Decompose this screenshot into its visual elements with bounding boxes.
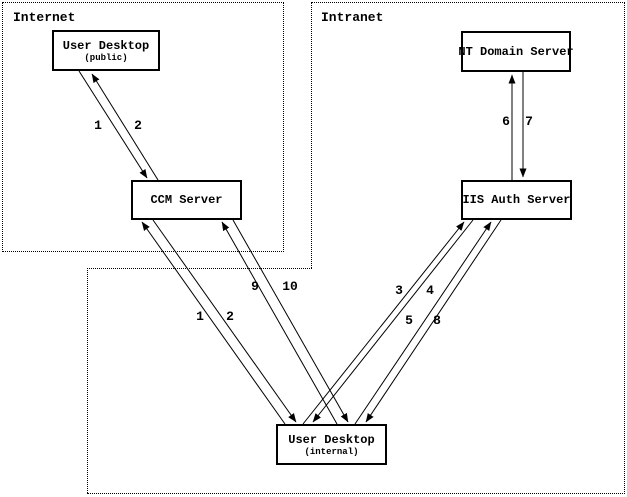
node-nt-domain-server: NT Domain Server: [458, 31, 574, 72]
node-user-desktop-internal: User Desktop (internal): [276, 424, 387, 465]
node-title: User Desktop: [288, 432, 375, 447]
intranet-region-border-step-left: [311, 2, 312, 268]
node-ccm-server: CCM Server: [131, 180, 242, 220]
internet-region-label: Internet: [13, 10, 76, 25]
arrow-5-internal-desktop-to-iis: [354, 221, 492, 425]
node-subtitle: (internal): [304, 446, 359, 457]
node-title: NT Domain Server: [458, 44, 574, 59]
edge-label-10-ccm-internal: 10: [282, 279, 298, 294]
intranet-region-border-right: [624, 2, 625, 494]
arrow-4-iis-to-internal-desktop: [312, 219, 474, 423]
node-user-desktop-public: User Desktop (public): [52, 30, 160, 71]
edge-label-1-internal-ccm: 1: [196, 309, 204, 324]
arrow-9-internal-desktop-to-ccm: [221, 221, 338, 425]
edge-label-3-internal-iis: 3: [395, 283, 403, 298]
arrow-2-ccm-to-internal-desktop: [152, 219, 297, 423]
edge-label-2-ccm-public: 2: [134, 118, 142, 133]
edge-label-1-public-ccm: 1: [94, 118, 102, 133]
arrow-1-internal-desktop-to-ccm: [141, 221, 286, 425]
edge-label-8-iis-internal: 8: [433, 313, 441, 328]
intranet-region-label: Intranet: [321, 10, 384, 25]
node-title: IIS Auth Server: [462, 193, 571, 207]
arrow-8-iis-to-internal-desktop: [365, 219, 502, 423]
internet-region-border: [2, 2, 284, 252]
node-title: User Desktop: [62, 38, 150, 53]
internal-region-border-top: [87, 268, 312, 269]
intranet-region-border-top: [311, 2, 625, 3]
edge-label-4-iis-internal: 4: [426, 283, 434, 298]
edge-label-5-internal-iis: 5: [405, 313, 413, 328]
edge-label-9-internal-ccm: 9: [251, 279, 259, 294]
arrow-10-ccm-to-internal-desktop: [232, 219, 349, 423]
node-title: CCM Server: [150, 193, 223, 207]
arrow-2-ccm-to-public-desktop: [91, 73, 159, 181]
edge-label-6-iis-nt: 6: [502, 114, 510, 129]
internal-region-border-left: [87, 268, 88, 493]
arrow-3-internal-desktop-to-iis: [302, 221, 465, 425]
edge-label-7-nt-iis: 7: [525, 114, 533, 129]
arrow-1-public-desktop-to-ccm: [78, 70, 148, 179]
edge-label-2-ccm-internal: 2: [226, 309, 234, 324]
internal-region-border-bottom: [87, 493, 625, 494]
node-subtitle: (public): [84, 52, 128, 63]
node-iis-auth-server: IIS Auth Server: [461, 180, 572, 220]
